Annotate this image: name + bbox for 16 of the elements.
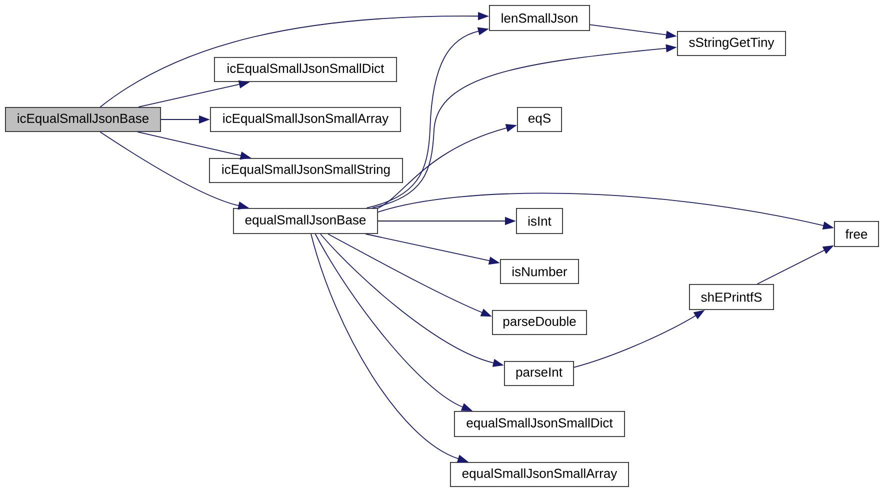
function-box: icEqualSmallJsonSmallString (209, 158, 403, 183)
function-box: equalSmallJsonSmallArray (450, 462, 629, 487)
function-box: isInt (516, 208, 563, 234)
function-box: icEqualSmallJsonSmallDict (214, 57, 397, 82)
function-box: shEPrintfS (689, 284, 774, 310)
function-box: parseInt (504, 361, 574, 386)
function-box: lenSmallJson (489, 5, 590, 31)
function-box: free (834, 221, 879, 247)
function-box: icEqualSmallJsonSmallArray (210, 107, 401, 132)
function-box: equalSmallJsonSmallDict (454, 411, 625, 437)
function-box: icEqualSmallJsonBase (5, 107, 161, 132)
function-box: parseDouble (492, 310, 587, 335)
function-box: equalSmallJsonBase (233, 208, 378, 234)
function-box: eqS (517, 107, 562, 132)
function-box: isNumber (500, 259, 579, 284)
function-box: sStringGetTiny (677, 31, 786, 56)
